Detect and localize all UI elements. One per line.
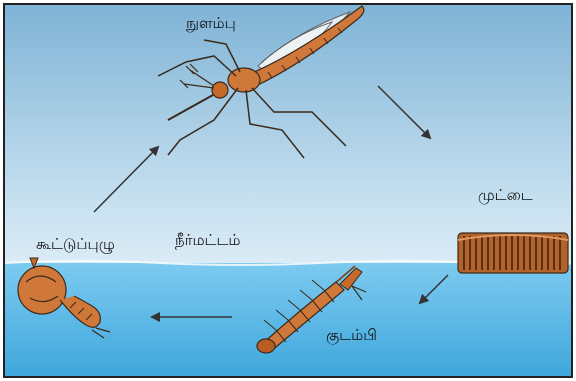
label-egg: முட்டை	[478, 186, 533, 204]
label-pupa: கூட்டுப்புழு	[36, 235, 115, 254]
label-larva: குடம்பி	[326, 326, 377, 345]
egg-raft	[458, 233, 568, 273]
mosquito-thorax	[228, 68, 260, 92]
pupa-head	[18, 266, 66, 314]
larva-head	[257, 339, 275, 353]
label-water-level: நீர்மட்டம்	[175, 231, 240, 249]
label-adult: நுளம்பு	[186, 14, 236, 32]
mosquito-head	[212, 82, 228, 98]
